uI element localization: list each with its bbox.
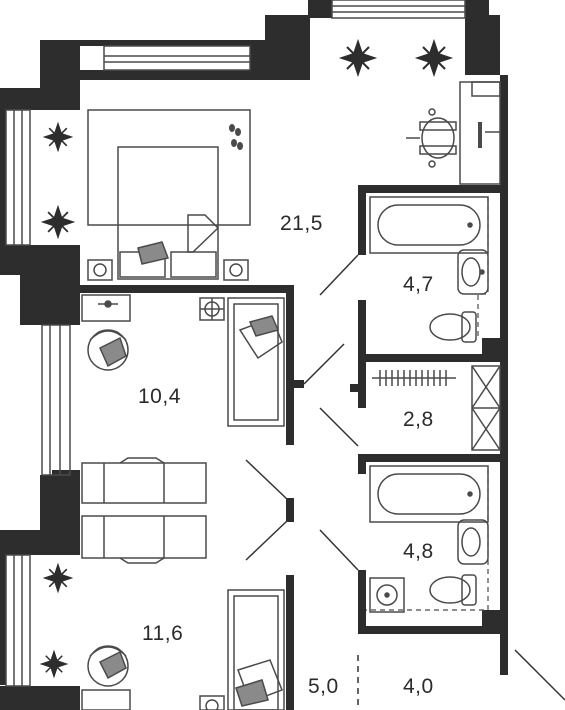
area-label-bathroom-1: 4,7	[403, 273, 434, 296]
plant-icon	[39, 38, 454, 679]
bathtub-icon	[369, 196, 489, 254]
armchair-icon	[81, 645, 131, 710]
windows	[5, 0, 466, 687]
desk-chair-icon	[406, 81, 501, 185]
area-label-bedroom-3: 11,6	[142, 622, 183, 645]
sofa-icon	[81, 457, 207, 564]
desk-chair-icon	[81, 294, 131, 322]
toilet-icon	[429, 574, 477, 606]
area-labels: 21,5 4,7 10,4 2,8 4,8 11,6 5,0 4,0	[138, 212, 434, 698]
area-label-bedroom-main: 21,5	[280, 212, 323, 235]
bed-icon	[199, 589, 285, 710]
sink-icon	[457, 519, 489, 565]
sink-icon	[457, 249, 489, 295]
toilet-icon	[429, 311, 477, 343]
area-label-wardrobe: 2,8	[403, 408, 434, 431]
door-swings	[245, 254, 565, 710]
bed-icon	[87, 109, 251, 281]
area-label-corridor: 5,0	[308, 675, 339, 698]
area-label-bathroom-2: 4,8	[403, 540, 434, 563]
area-label-bedroom-2: 10,4	[138, 385, 181, 408]
bed-icon	[199, 297, 285, 427]
bathtub-icon	[369, 465, 489, 523]
footprints-icon	[229, 124, 243, 150]
walls	[0, 0, 508, 710]
armchair-icon	[87, 329, 129, 371]
area-label-hall: 4,0	[403, 675, 434, 698]
washing-machine-icon	[369, 577, 405, 613]
wardrobe-rail-icon	[372, 365, 501, 451]
